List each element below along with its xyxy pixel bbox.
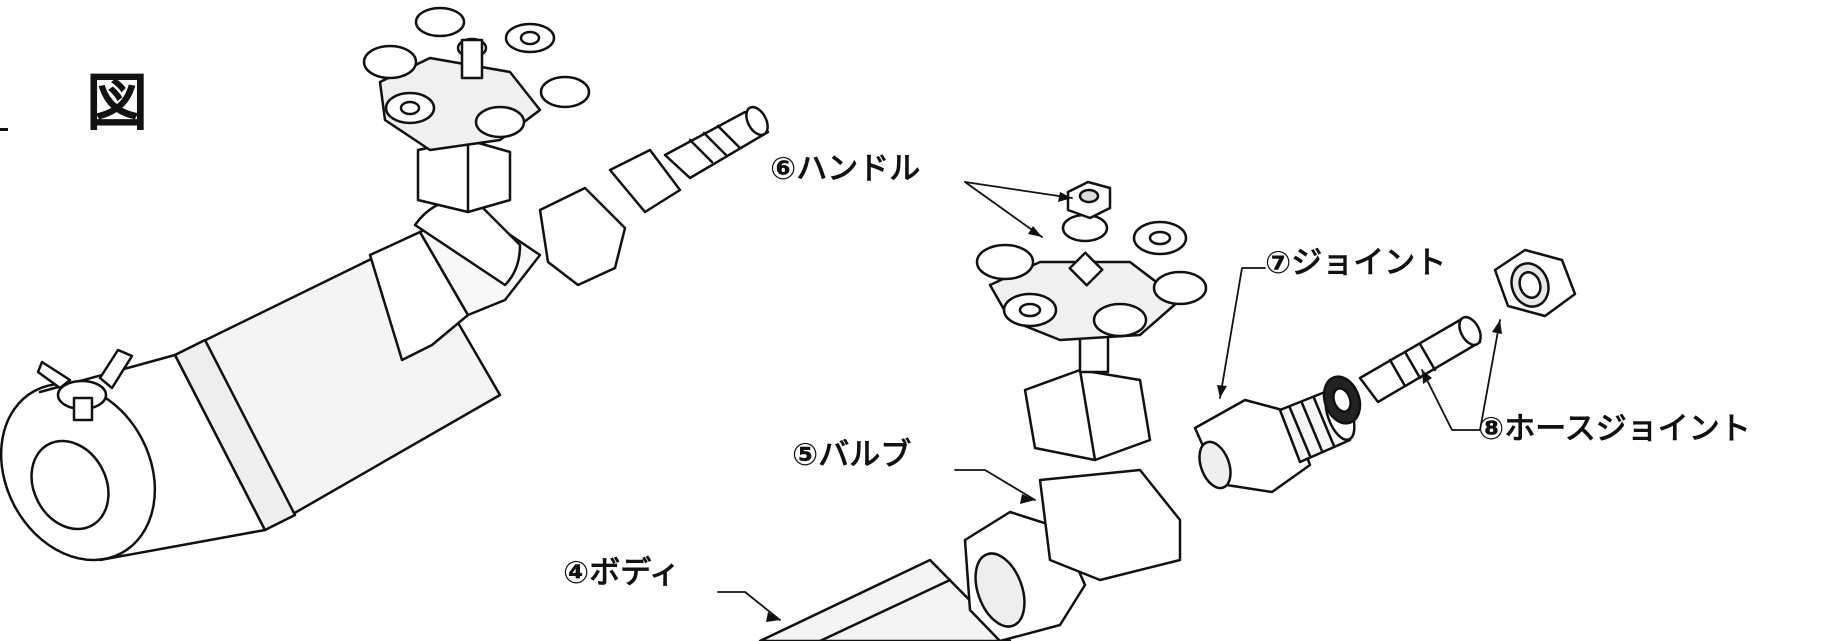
assembled-tee — [413, 199, 522, 287]
exploded-handle-nut — [1066, 180, 1112, 220]
assembled-end-cap-face — [30, 439, 110, 531]
label-joint: ⑦ジョイント — [1265, 245, 1447, 281]
assembled-joint — [608, 148, 682, 214]
assembled-hex-ring — [368, 230, 470, 362]
exploded-tee — [1038, 468, 1182, 582]
leader-handle — [964, 181, 1073, 199]
exploded-hose-barb — [1358, 315, 1482, 404]
leader-body — [717, 591, 781, 621]
leader-hose-1 — [1421, 369, 1481, 431]
exploded-body-thread — [974, 552, 1026, 628]
exploded-cap-nut — [1493, 248, 1577, 318]
leader-handle-2 — [964, 181, 1043, 238]
assembled-nut — [538, 186, 627, 287]
assembled-valve-unit — [0, 6, 770, 562]
wing-nut-icon — [36, 348, 134, 422]
leader-arrowheads — [766, 192, 1502, 622]
leader-joint — [1219, 267, 1266, 399]
edge-mark — [0, 128, 8, 131]
label-hose-joint: ⑧ホースジョイント — [1478, 411, 1751, 447]
leader-hose-2 — [1479, 319, 1501, 431]
leader-valve — [954, 469, 1036, 501]
label-handle: ⑥ハンドル — [770, 151, 921, 187]
assembled-body-front-band — [173, 338, 297, 532]
leader-lines — [717, 181, 1501, 621]
figure-title: 図 — [86, 66, 149, 139]
exploded-handle-wheel — [975, 213, 1208, 342]
assembled-hose-barb — [663, 105, 770, 180]
assembled-handle-wheel — [362, 6, 591, 152]
label-body: ④ボディ — [563, 555, 681, 591]
exploded-valve-unit — [758, 180, 1577, 641]
label-valve: ⑤バルブ — [792, 437, 912, 473]
exploded-joint-hole — [1198, 440, 1232, 490]
